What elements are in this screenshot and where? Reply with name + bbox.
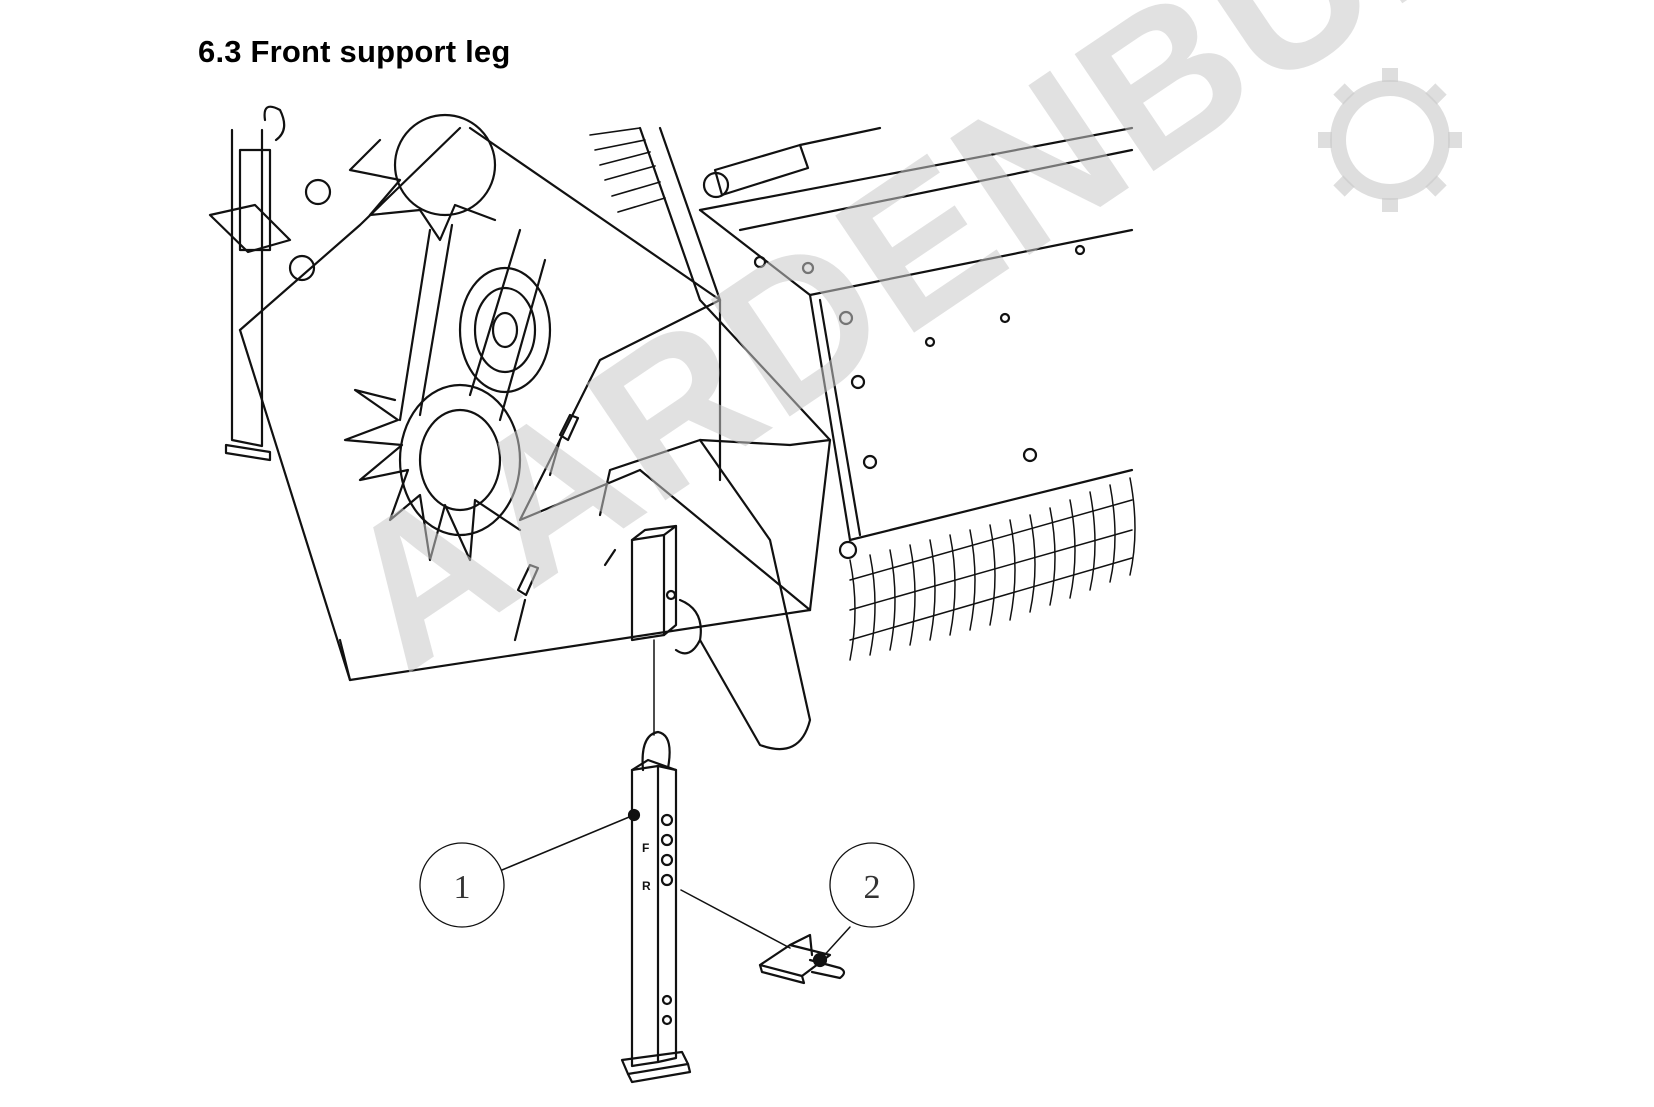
- leg-letter-f: F: [642, 841, 649, 855]
- leader-lines: [501, 814, 851, 961]
- gear-icon: [1318, 68, 1462, 212]
- support-leg: [620, 730, 692, 1084]
- top-cylinder: [702, 126, 882, 199]
- linch-pin: [758, 933, 846, 985]
- callout-circle-1: [419, 842, 505, 928]
- vent-slots: [589, 127, 666, 213]
- rear-stand: [208, 105, 332, 462]
- housing-side-panel: [238, 126, 812, 682]
- section-title: 6.3 Front support leg: [198, 34, 511, 69]
- leg-letter-r: R: [642, 879, 651, 893]
- chain-curtain: [849, 477, 1136, 661]
- rotor-tube: [698, 126, 1134, 560]
- leg-receiver: [630, 524, 702, 655]
- callout-label-1: 1: [454, 869, 471, 906]
- panel-pins: [513, 413, 617, 642]
- callout-label-2: 2: [864, 869, 881, 906]
- pulleys: [343, 113, 552, 562]
- front-plate: [598, 126, 832, 751]
- callout-circle-2: [829, 842, 915, 928]
